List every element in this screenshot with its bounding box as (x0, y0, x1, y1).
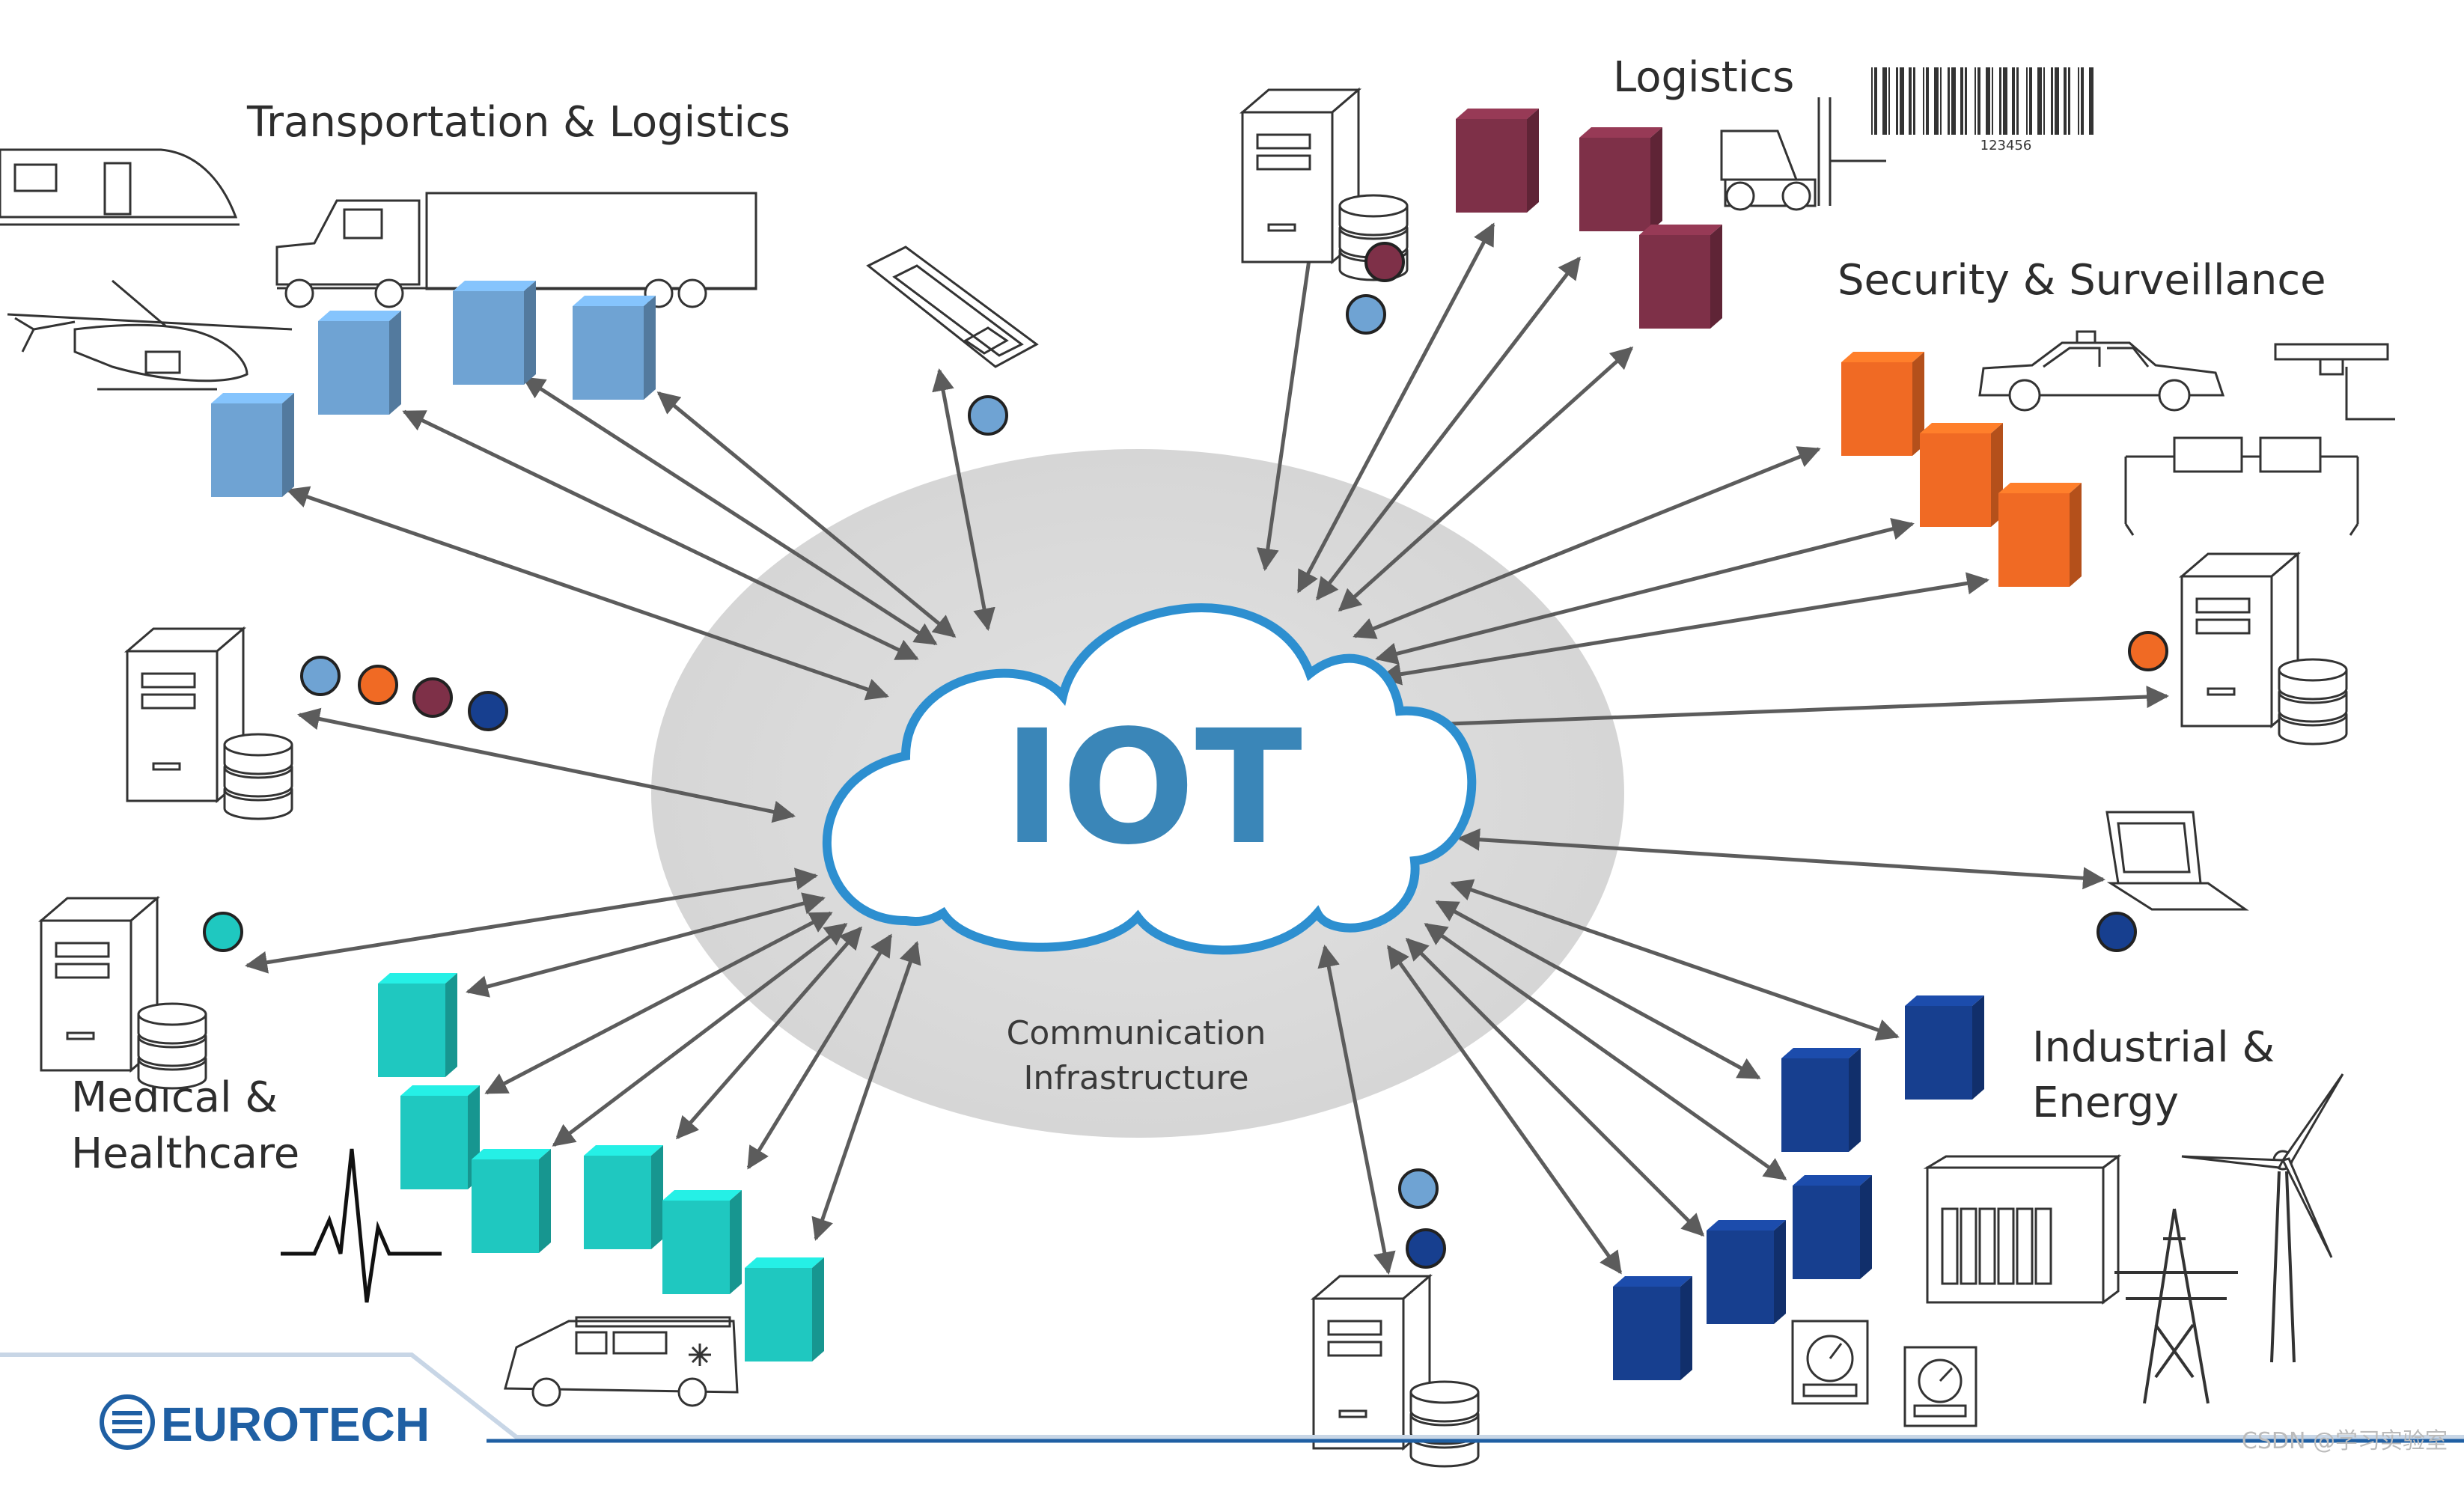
device-medical-3 (472, 1149, 551, 1253)
watermark-text: CSDN @学习实验室 (2242, 1428, 2448, 1454)
status-dot-7 (468, 691, 508, 731)
device-security-3 (1998, 483, 2082, 587)
barcode-number: 123456 (1980, 138, 2032, 153)
server-left-icon (123, 626, 293, 820)
connection-arrow-4 (656, 391, 957, 638)
device-security-2 (1920, 423, 2003, 527)
status-dot-8 (2128, 631, 2168, 671)
connection-arrow-14 (1457, 828, 2105, 890)
device-transport-1 (211, 393, 294, 497)
device-medical-1 (378, 973, 457, 1077)
connection-arrows (245, 174, 2169, 1275)
connection-arrow-17 (1424, 922, 1787, 1181)
server-security-icon (2178, 551, 2348, 745)
tablet-icon (866, 246, 1039, 368)
status-dot-1 (1364, 242, 1405, 282)
connection-arrow-21 (297, 707, 796, 823)
surveillance-rail-icon (2124, 436, 2359, 536)
label-security: Security & Surveillance (1838, 256, 2326, 305)
device-transport-3 (453, 281, 536, 385)
device-medical-5 (662, 1190, 742, 1294)
police-car-icon (1978, 330, 2225, 412)
cloud-subtitle-line1: Communication (1007, 1014, 1266, 1052)
cloud-subtitle-line2: Infrastructure (1023, 1059, 1248, 1097)
wind-turbine-icon (2181, 1073, 2344, 1363)
device-medical-6 (745, 1257, 824, 1361)
status-dot-10 (203, 912, 243, 952)
connection-arrow-13 (1390, 686, 2169, 737)
device-industrial-2 (1781, 1048, 1861, 1152)
label-industrial-1: Industrial & (2032, 1023, 2275, 1072)
meter-icon-1 (1791, 1320, 1869, 1405)
train-icon (0, 148, 240, 226)
camera-sensor-icon (2274, 343, 2395, 421)
server-bottom-icon (1310, 1273, 1480, 1468)
helicopter-icon (7, 279, 293, 391)
industrial-rack-icon (1923, 1154, 2122, 1305)
ambulance-icon (504, 1316, 739, 1407)
label-medical-2: Healthcare (71, 1129, 299, 1178)
brand-name: EUROTECH (161, 1397, 430, 1451)
eurotech-logo-icon (100, 1394, 155, 1450)
device-logistics-2 (1579, 127, 1662, 231)
status-dot-5 (358, 665, 398, 705)
heartbeat-icon (281, 1148, 442, 1303)
iot-title: IOT (1003, 696, 1302, 879)
status-dot-12 (1406, 1228, 1446, 1269)
connection-arrow-5 (932, 368, 995, 631)
label-industrial-2: Energy (2032, 1079, 2179, 1127)
device-industrial-1 (1905, 995, 1984, 1100)
iot-cloud (823, 603, 1477, 955)
connection-arrow-28 (811, 941, 921, 1241)
power-tower-icon (2114, 1208, 2238, 1404)
meter-icon-2 (1903, 1346, 1977, 1427)
device-industrial-5 (1613, 1276, 1692, 1380)
status-dot-3 (968, 395, 1008, 436)
server-medical-icon (37, 895, 207, 1090)
label-transportation: Transportation & Logistics (246, 98, 790, 147)
connection-arrow-19 (1386, 945, 1623, 1275)
device-logistics-3 (1639, 225, 1722, 329)
truck-icon (275, 192, 757, 308)
laptop-icon (2105, 811, 2249, 911)
device-medical-2 (400, 1085, 480, 1189)
device-logistics-1 (1456, 109, 1539, 213)
status-dot-9 (2096, 912, 2137, 952)
status-dot-6 (412, 677, 453, 718)
status-dot-2 (1346, 294, 1386, 335)
status-dot-4 (300, 656, 341, 696)
device-transport-4 (573, 296, 656, 400)
connection-arrow-20 (1317, 945, 1396, 1275)
label-logistics: Logistics (1613, 53, 1794, 102)
device-security-1 (1841, 352, 1924, 456)
device-industrial-4 (1707, 1220, 1786, 1324)
device-medical-4 (584, 1145, 663, 1249)
forklift-icon (1720, 97, 1886, 211)
connection-arrow-12 (1379, 572, 1989, 686)
device-industrial-3 (1793, 1175, 1872, 1279)
device-transport-2 (318, 311, 401, 415)
status-dot-11 (1398, 1168, 1439, 1209)
barcode-icon (1871, 67, 2094, 135)
bottom-accent-line (0, 1353, 2464, 1439)
